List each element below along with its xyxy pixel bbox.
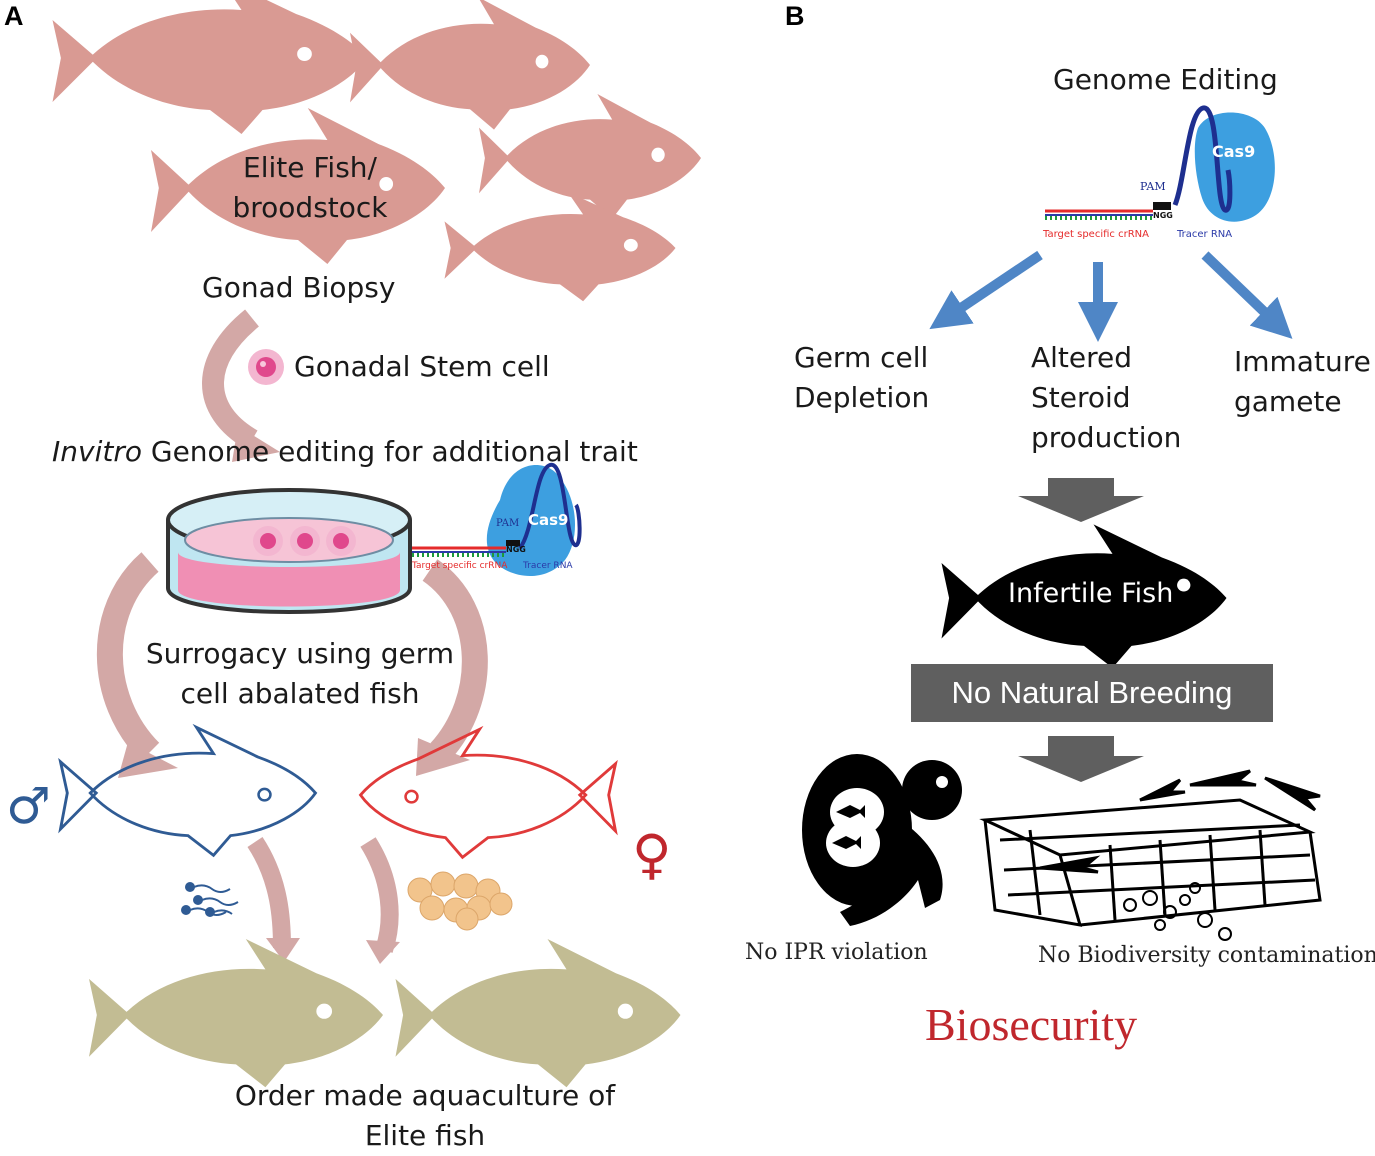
eggs-icon [407, 871, 513, 931]
elite-fish-4 [479, 94, 701, 219]
invitro-label: Invitro Genome editing for additional tr… [52, 432, 638, 472]
male-fish [59, 725, 317, 857]
ngg-label-b: NGG [1153, 211, 1173, 220]
petri-dish [166, 488, 412, 614]
panel-b-label: B [785, 1, 805, 31]
cage-bubbles [1123, 882, 1232, 941]
outcome-immature: Immature gamete [1234, 342, 1371, 422]
crrna-label-b: Target specific crRNA [1043, 229, 1149, 240]
order-made-line-2: Elite fish [364, 1119, 486, 1152]
offspring-fish-2 [395, 939, 681, 1088]
biosecurity-title: Biosecurity [925, 999, 1138, 1050]
outcome-immature-line-1: Immature [1234, 345, 1371, 378]
cas9-protein-label-a: Cas9 [528, 511, 569, 529]
grey-arrow-2 [1018, 736, 1144, 782]
female-symbol: ♀ [632, 823, 672, 886]
pam-label-b: PAM [1140, 180, 1166, 193]
panel-a-label: A [4, 1, 24, 31]
surrogacy-label: Surrogacy using germ cell abalated fish [120, 634, 480, 714]
infertile-fish [941, 524, 1227, 668]
surrogacy-line-2: cell abalated fish [180, 677, 420, 710]
offspring-arrow-left [247, 837, 300, 962]
genome-editing-title: Genome Editing [1053, 63, 1278, 96]
rna-strand-a [412, 546, 506, 557]
outcome-steroid-line-3: production [1031, 421, 1182, 454]
elite-fish-1 [52, 0, 368, 134]
elite-fish-line-2: broodstock [232, 191, 388, 224]
arrow-to-germ-cell [929, 250, 1043, 330]
outcome-steroid-line-1: Altered [1031, 341, 1133, 374]
offspring-fish-1 [89, 939, 383, 1088]
outcome-germ-cell-line-2: Depletion [794, 381, 930, 414]
gonadal-stem-cell-label: Gonadal Stem cell [294, 350, 550, 383]
surrogacy-line-1: Surrogacy using germ [145, 637, 455, 670]
outcome-steroid-line-2: Steroid [1031, 381, 1131, 414]
cas9-protein-label-b: Cas9 [1212, 142, 1256, 161]
infertile-fish-label: Infertile Fish [1008, 578, 1174, 609]
stem-cell-icon [248, 349, 284, 385]
biopsy-arrow [202, 309, 280, 462]
elite-fish-2 [350, 0, 590, 130]
rna-strand-b [1045, 209, 1153, 220]
elite-fish-line-1: Elite Fish/ [243, 151, 377, 184]
tracer-label-a: Tracer RNA [523, 561, 573, 571]
cas9-complex-a [412, 463, 582, 577]
ngg-label-a: NGG [506, 545, 526, 554]
outcome-immature-line-2: gamete [1234, 385, 1342, 418]
no-biodiversity-label: No Biodiversity contamination [1038, 943, 1375, 968]
outcome-arrows [929, 250, 1293, 342]
no-ipr-label: No IPR violation [745, 940, 928, 965]
surrogacy-arrow-right [416, 559, 488, 776]
elite-fish-label: Elite Fish/ broodstock [220, 148, 400, 228]
thief-icon [802, 754, 962, 926]
cas9-complex-b [1045, 105, 1275, 222]
crrna-label-a: Target specific crRNA [412, 561, 508, 571]
offspring-fish [89, 939, 681, 1088]
arrow-to-immature [1201, 251, 1293, 339]
order-made-label: Order made aquaculture of Elite fish [200, 1076, 650, 1156]
invitro-italic: Invitro [52, 435, 142, 468]
offspring-arrow-right [360, 837, 400, 964]
sperm-icon [181, 882, 239, 917]
tracer-label-b: Tracer RNA [1177, 229, 1233, 240]
female-fish [359, 727, 617, 859]
outcome-germ-cell-line-1: Germ cell [794, 341, 929, 374]
elite-fish-school [52, 0, 701, 302]
male-symbol: ♂ [6, 777, 51, 835]
elite-fish-5 [444, 192, 676, 302]
elite-fish-3 [151, 108, 445, 264]
outcome-steroid: Altered Steroid production [1031, 338, 1181, 458]
order-made-line-1: Order made aquaculture of [234, 1079, 616, 1112]
no-natural-breeding-banner: No Natural Breeding [911, 664, 1273, 722]
fish-cage-icon [979, 769, 1322, 941]
grey-arrow-1 [1018, 478, 1144, 522]
outcome-germ-cell: Germ cell Depletion [794, 338, 929, 418]
dish-cells [253, 526, 356, 556]
gonad-biopsy-label: Gonad Biopsy [202, 271, 396, 304]
invitro-rest: Genome editing for additional trait [141, 435, 638, 468]
pam-label-a: PAM [496, 518, 520, 529]
